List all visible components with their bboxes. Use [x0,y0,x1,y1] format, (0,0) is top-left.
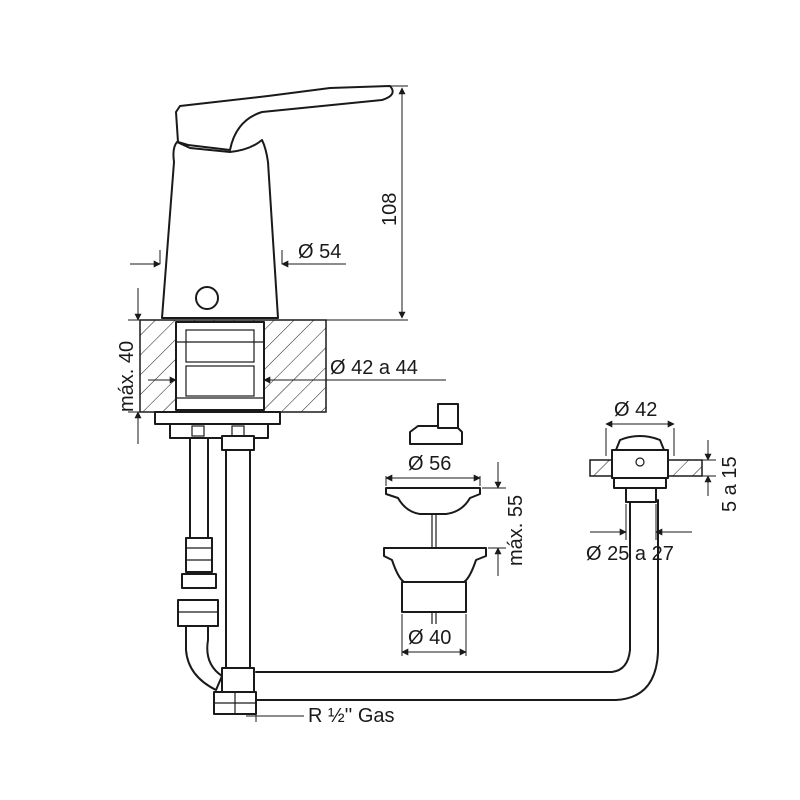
dimension-lines [128,85,716,722]
label-dia-42: Ø 42 [614,399,657,421]
lever-handle [175,85,394,151]
mixer-body [161,139,279,319]
label-dia-42-44: Ø 42 a 44 [330,357,418,379]
pop-up-knob [589,435,703,503]
supply-hoses [177,435,257,715]
label-dia-40: Ø 40 [408,627,451,649]
aerator-circle [195,286,219,310]
faucet-mixer [161,85,394,319]
label-max-40: máx. 40 [116,341,138,412]
label-5-a-15: 5 a 15 [719,456,741,512]
pop-up-rod [255,499,659,701]
countertop-section [139,319,327,439]
label-dia-54: Ø 54 [298,241,341,263]
drain-assembly [383,403,487,624]
label-thread: R ½'' Gas [308,705,395,727]
label-max-55: máx. 55 [505,495,527,566]
label-height-108: 108 [379,193,401,226]
label-dia-25-27: Ø 25 a 27 [586,543,674,565]
label-dia-56: Ø 56 [408,453,451,475]
